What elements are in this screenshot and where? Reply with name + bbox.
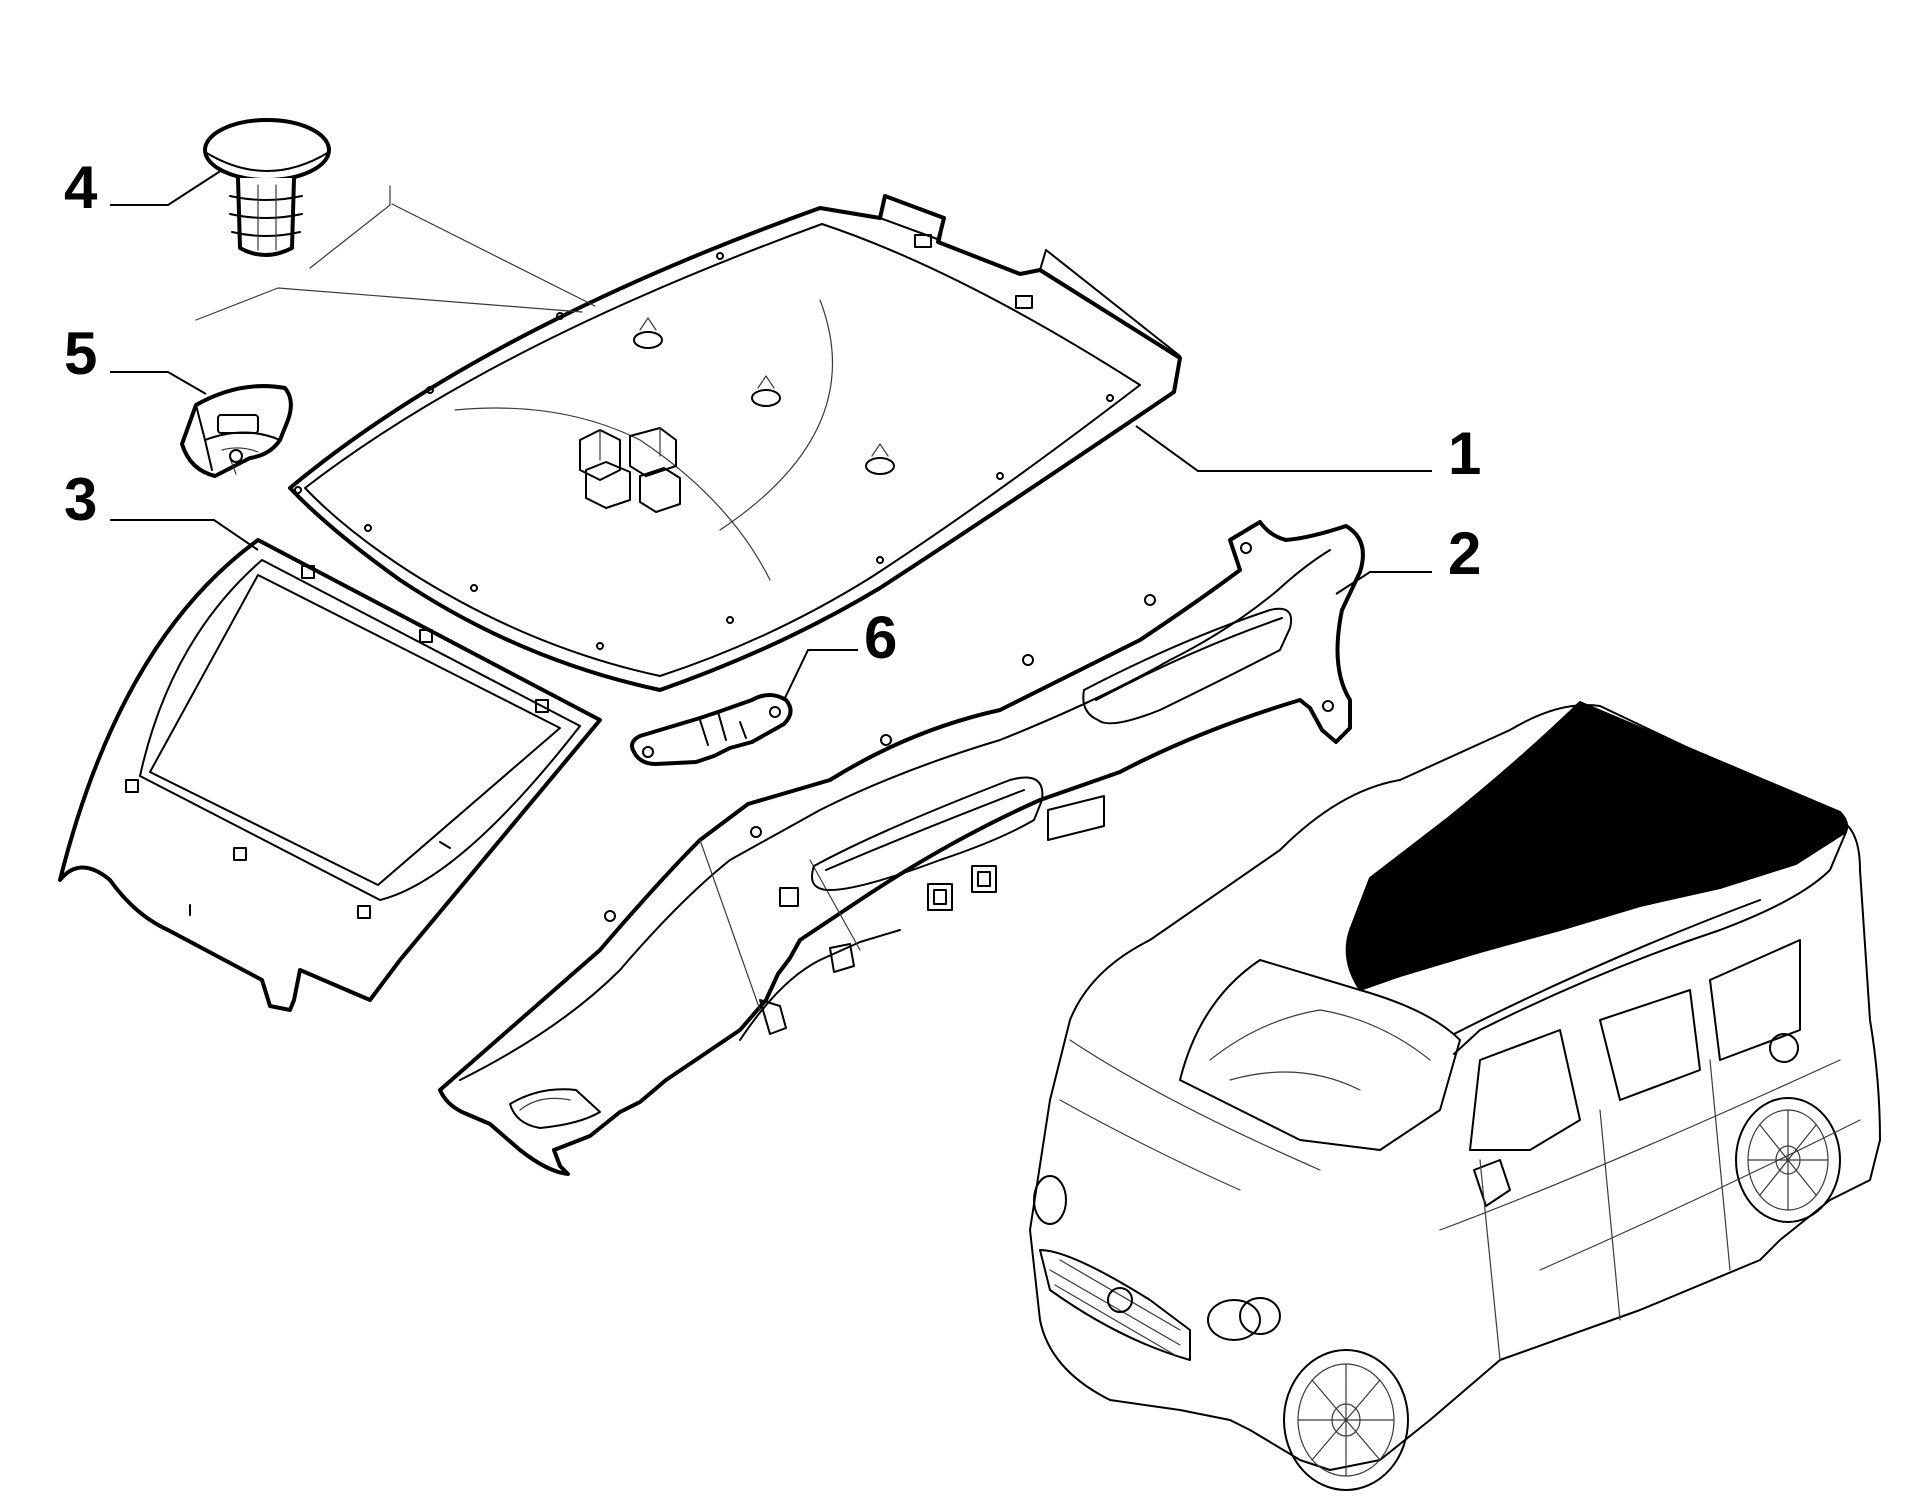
headliner-rim-holes (294, 252, 1114, 650)
leader-6 (783, 649, 858, 701)
callout-6: 6 (864, 604, 897, 671)
leader-1 (1135, 425, 1432, 472)
side-trim-switches (779, 795, 1105, 911)
leader-2 (1335, 571, 1432, 595)
part-6-bracket[interactable] (630, 693, 793, 766)
part-5-lamp-housing[interactable] (180, 384, 293, 478)
callout-2: 2 (1448, 520, 1481, 587)
assembly-guide-line (195, 185, 596, 321)
callout-labels: 4 5 3 1 2 6 (64, 154, 1481, 671)
side-trim-handle-recesses (811, 607, 1292, 891)
leader-3 (110, 519, 259, 551)
part-1-headliner[interactable] (288, 194, 1182, 692)
front-trim-clips (125, 565, 549, 919)
callout-1: 1 (1448, 420, 1481, 487)
part-2-side-trim[interactable] (438, 520, 1365, 1176)
part-4-push-clip[interactable] (203, 118, 331, 257)
headliner-mount-bosses (633, 317, 895, 475)
headliner-foam-blocks (579, 427, 681, 513)
vehicle-rear-wheel (1735, 1097, 1841, 1223)
leader-4 (110, 169, 223, 206)
leader-lines (110, 169, 1432, 701)
leader-5 (110, 371, 207, 395)
side-trim-clips (604, 542, 1334, 922)
vehicle-illustration (1029, 700, 1881, 1491)
callout-3: 3 (64, 466, 97, 533)
callout-4: 4 (64, 154, 98, 221)
vehicle-roof-panel (1345, 700, 1849, 992)
callout-5: 5 (64, 320, 97, 387)
vehicle-front-wheel (1283, 1349, 1409, 1491)
part-3-front-trim[interactable] (58, 538, 602, 1012)
